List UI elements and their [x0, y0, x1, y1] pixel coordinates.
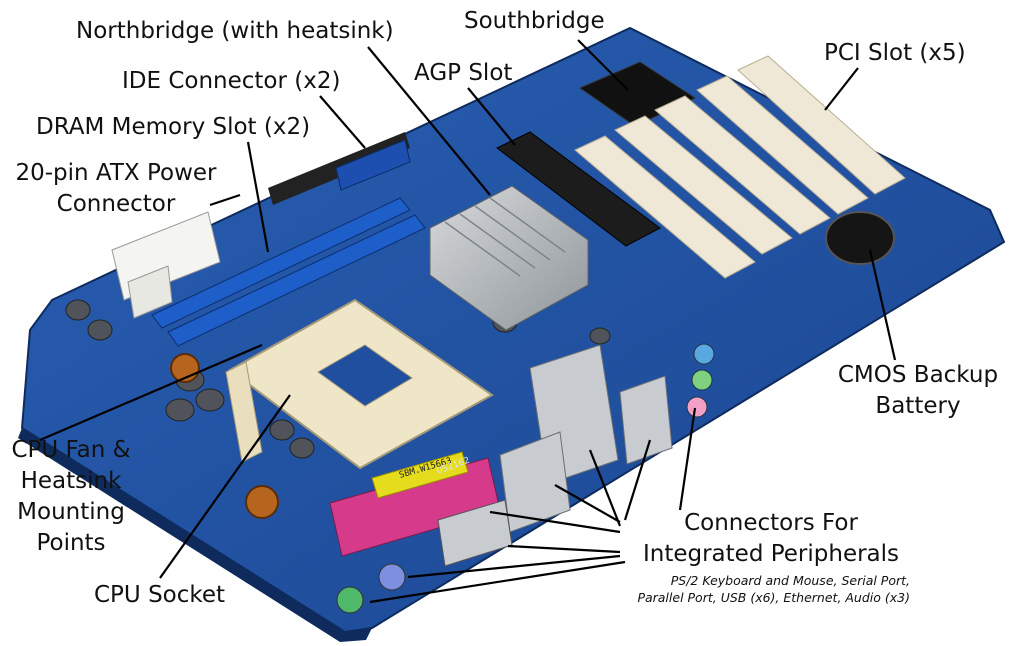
label-dram-slot: DRAM Memory Slot (x2) [36, 114, 311, 140]
label-cmos-line1: CMOS Backup [837, 362, 999, 388]
leader-lines [39, 39, 897, 604]
parallel-sticker [371, 451, 469, 499]
label-fan-line4: Points [36, 530, 106, 556]
leader-pci [824, 67, 859, 111]
serial-port [437, 499, 513, 567]
ps2-mouse-port [378, 563, 406, 591]
leader-dram [246, 141, 270, 253]
leader-peri-5 [489, 510, 621, 534]
label-fan-line1: CPU Fan & [11, 437, 131, 463]
label-ide-connector: IDE Connector (x2) [122, 68, 341, 94]
label-cpu-fan-mount: CPU Fan & Heatsink Mounting Points [0, 435, 142, 559]
leader-peri-4 [678, 407, 697, 511]
pcb-edge [18, 428, 372, 642]
ide-connector-2 [335, 139, 411, 191]
northbridge-heatsink [429, 185, 589, 331]
leader-northbridge [367, 46, 491, 196]
heatsink-fins [444, 197, 566, 277]
leader-peri-1 [554, 484, 621, 523]
leader-cmos [868, 249, 897, 361]
ps2-keyboard-port [336, 586, 364, 614]
usb-block [619, 375, 673, 465]
leader-atx [209, 193, 241, 207]
label-agp-slot: AGP Slot [414, 60, 513, 86]
dram-slot-2 [167, 214, 426, 347]
label-connectors-line2: Integrated Peripherals [642, 541, 900, 567]
usb-front [499, 431, 571, 533]
label-atx-line1: 20-pin ATX Power [15, 160, 217, 186]
label-fan-line2: Heatsink [20, 468, 122, 494]
audio-jack-green [691, 369, 713, 391]
leader-peri-3 [623, 439, 652, 521]
leader-fan-mount [39, 343, 263, 442]
label-connectors-line1: Connectors For [684, 510, 858, 536]
label-peripherals-note: PS/2 Keyboard and Mouse, Serial Port, Pa… [620, 572, 910, 606]
cmos-battery [825, 211, 895, 265]
cpu-socket-center [317, 344, 413, 407]
leader-cpu-socket [159, 394, 291, 579]
atx-latch [127, 265, 173, 319]
label-pci-slot: PCI Slot (x5) [824, 40, 966, 66]
label-atx-line2: Connector [56, 191, 176, 217]
label-fan-line3: Mounting [17, 499, 125, 525]
agp-slot [496, 131, 661, 247]
leader-agp [467, 87, 516, 146]
label-cmos-battery: CMOS Backup Battery [828, 360, 1008, 422]
label-peri-note-1: PS/2 Keyboard and Mouse, Serial Port, [670, 573, 910, 588]
leader-peri-8 [369, 560, 626, 604]
label-cpu-socket: CPU Socket [94, 582, 226, 608]
dram-slot-1 [151, 197, 411, 329]
label-cmos-line2: Battery [875, 393, 961, 419]
leader-peri-2 [588, 449, 622, 527]
audio-jack-pink [686, 396, 708, 418]
cpu-socket-lever [225, 361, 263, 463]
leader-peri-7 [407, 554, 621, 579]
leader-ide [319, 95, 366, 149]
label-peri-note-2: Parallel Port, USB (x6), Ethernet, Audio… [637, 590, 910, 605]
label-southbridge: Southbridge [464, 8, 605, 34]
inductor-coil-2 [245, 485, 279, 519]
leader-southbridge [577, 39, 629, 91]
audio-jack-blue [693, 343, 715, 365]
label-atx-power: 20-pin ATX Power Connector [4, 158, 228, 220]
leader-peri-6 [507, 544, 621, 554]
label-northbridge: Northbridge (with heatsink) [76, 18, 394, 44]
label-connectors: Connectors For Integrated Peripherals [624, 508, 918, 570]
pci-slots [574, 55, 906, 279]
